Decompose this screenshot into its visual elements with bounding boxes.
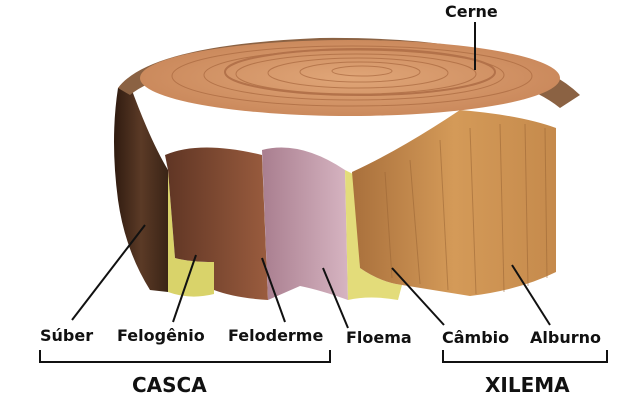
casca-bracket [39, 350, 331, 363]
cerne-region [224, 48, 496, 96]
alburno-layer [352, 110, 556, 296]
top-surface [140, 40, 560, 116]
label-cambio: Câmbio [442, 328, 509, 347]
leader-lines [71, 22, 551, 329]
label-xilema: XILEMA [485, 373, 570, 397]
leader-floema [322, 267, 349, 329]
leader-suber [71, 224, 146, 321]
leader-cambio [391, 267, 445, 326]
cambio-layer [345, 170, 402, 300]
xilema-bracket [442, 350, 608, 363]
label-felogenio: Felogênio [117, 326, 205, 345]
leader-alburno [511, 264, 551, 326]
label-cerne: Cerne [445, 2, 498, 21]
label-suber: Súber [40, 326, 93, 345]
label-feloderme: Feloderme [228, 326, 323, 345]
label-floema: Floema [346, 328, 412, 347]
label-alburno: Alburno [530, 328, 601, 347]
label-casca: CASCA [132, 373, 207, 397]
feloderme-slab [165, 147, 268, 300]
floema-slab [262, 147, 348, 300]
alburno-grain [384, 123, 548, 295]
suber-layer [114, 85, 168, 292]
leader-feloderme [261, 257, 286, 323]
brackets [39, 350, 608, 363]
felogenio-layer [168, 170, 214, 297]
leader-felogenio [172, 254, 197, 323]
